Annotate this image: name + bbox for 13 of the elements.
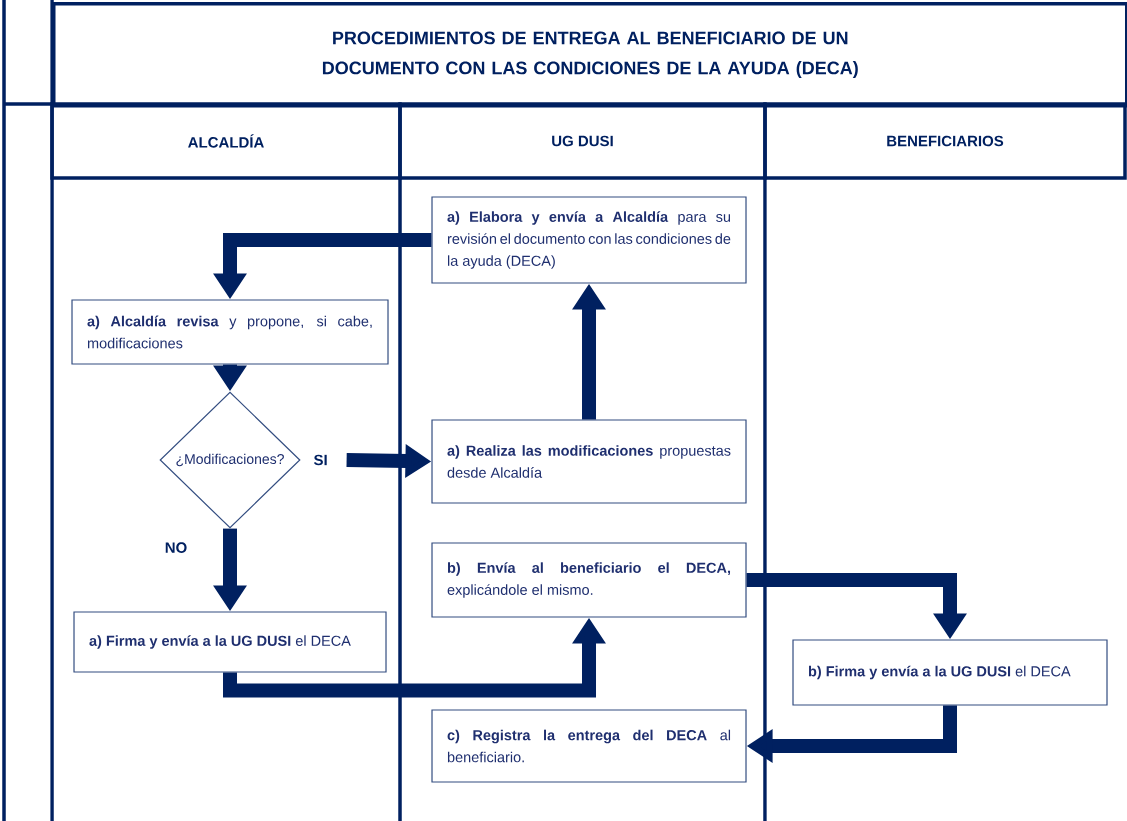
process-box: a) Realiza las modificaciones propuestas desde Alcaldía: [431, 419, 747, 504]
process-box: a) Firma y envía a la UG DUSI el DECA: [73, 611, 387, 673]
title-band: PROCEDIMIENTOS DE ENTREGA AL BENEFICIARIO DE UN DOCUMENTO CON LAS CONDICIONES DE LA AYUDA (DECA): [52, 2, 1127, 108]
lane-header: BENEFICIARIOS: [763, 102, 1127, 180]
process-box: a) Elabora y envía a Alcaldía para su revisión el documento con las condiciones de la ayuda (DECA): [431, 196, 747, 284]
process-box: a) Alcaldía revisa y propone, si cabe, modificaciones: [71, 299, 389, 365]
process-box: c) Registra la entrega del DECA al beneficiario.: [431, 709, 747, 783]
edge-label: NO: [162, 540, 190, 555]
lane-header: ALCALDÍA: [50, 102, 402, 180]
process-box: b) Envía al beneficiario el DECA, explicándole el mismo.: [431, 542, 747, 618]
edge-label: SI: [311, 452, 330, 468]
lane-header: UG DUSI: [398, 102, 767, 180]
process-box: b) Firma y envía a la UG DUSI el DECA: [792, 639, 1108, 706]
